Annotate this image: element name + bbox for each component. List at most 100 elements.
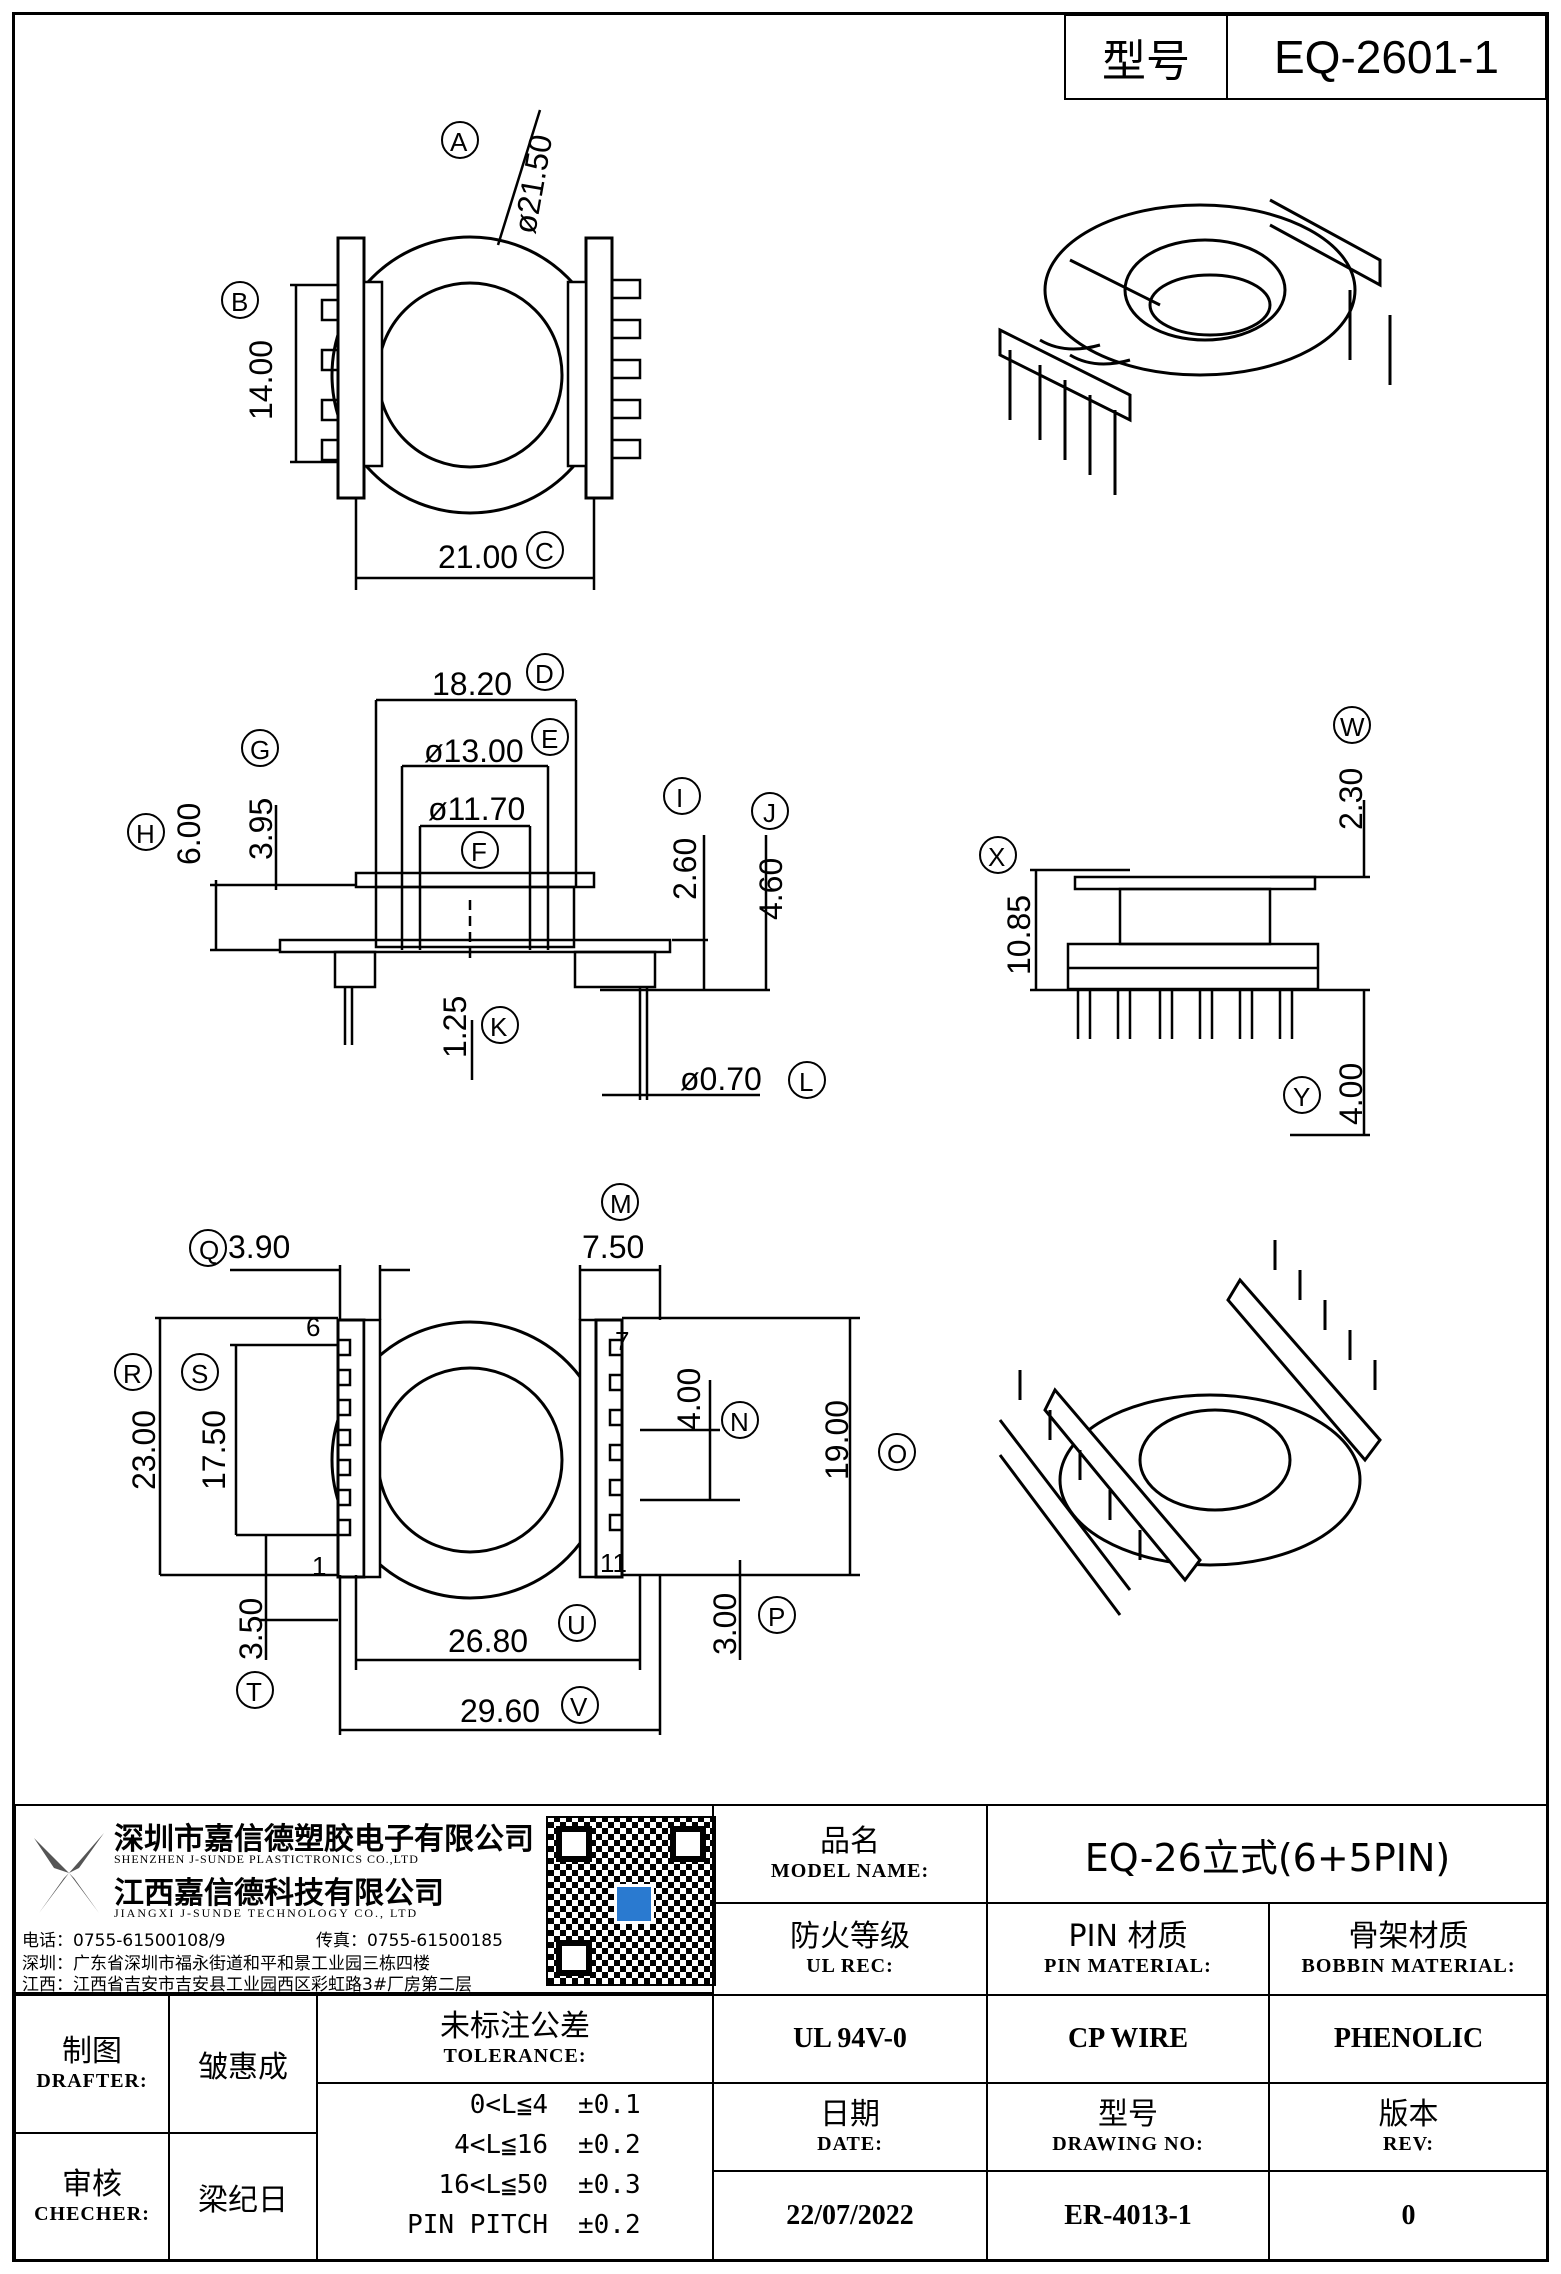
label-m: M <box>610 1189 632 1219</box>
drawing-no-value: ER-4013-1 <box>1064 2200 1192 2231</box>
pin-cn: PIN 材质 <box>1068 1919 1188 1955</box>
bobbin-value: PHENOLIC <box>1333 2023 1484 2054</box>
bottom-view: 3.90 Q 7.50 M 23.00 R 17.50 S 4.00 N 19.… <box>114 1183 916 1735</box>
dim-v-value: 29.60 <box>460 1693 540 1729</box>
label-k: K <box>490 1012 508 1042</box>
dim-m-value: 7.50 <box>582 1229 644 1265</box>
label-l: L <box>799 1067 813 1097</box>
pin-label-1: 1 <box>312 1551 326 1581</box>
pin-label-11: 11 <box>600 1548 627 1578</box>
drawing-no-value-cell: ER-4013-1 <box>986 2170 1270 2262</box>
dim-h-value: 6.00 <box>171 803 207 865</box>
qr-code <box>546 1816 716 1986</box>
label-p: P <box>768 1602 785 1632</box>
ul-en: UL REC: <box>806 1954 894 1977</box>
dim-b-value: 14.00 <box>243 340 279 420</box>
dim-o-value: 19.00 <box>819 1400 855 1480</box>
checker-cn: 审核 <box>62 2167 122 2203</box>
drafter-name: 皱惠成 <box>198 2050 288 2085</box>
rev-value-cell: 0 <box>1268 2170 1549 2262</box>
header-model-value-cell: EQ-2601-1 <box>1226 14 1547 100</box>
pin-label-7: 7 <box>615 1326 629 1356</box>
dim-g-value: 3.95 <box>243 798 279 860</box>
date-en: DATE: <box>817 2132 883 2155</box>
company-name-sz: 深圳市嘉信德塑胶电子有限公司 <box>114 1822 534 1857</box>
drafter-en: DRAFTER: <box>36 2069 148 2092</box>
tolerance-cn: 未标注公差 <box>440 2009 590 2045</box>
dim-c-value: 21.00 <box>438 539 518 575</box>
label-i: I <box>676 783 683 813</box>
dim-t-value: 3.50 <box>233 1598 269 1660</box>
header-model-label-cell: 型号 <box>1064 14 1228 100</box>
model-name-en: MODEL NAME: <box>770 1859 930 1882</box>
checker-label-cell: 审核 CHECHER: <box>14 2132 170 2262</box>
company-addr-sz: 深圳：广东省深圳市福永街道和平和景工业园三栋四楼 <box>22 1954 430 1974</box>
pin-value-cell: CP WIRE <box>986 1994 1270 2084</box>
label-o: O <box>887 1439 907 1469</box>
label-s: S <box>191 1359 208 1389</box>
company-tel: 电话：0755-61500108/9 <box>22 1931 226 1951</box>
label-e: E <box>541 724 558 754</box>
pin-value: CP WIRE <box>1067 2023 1189 2054</box>
label-j: J <box>763 798 776 828</box>
label-g: G <box>250 735 270 765</box>
date-value-cell: 22/07/2022 <box>712 2170 988 2262</box>
dim-l-value: ø0.70 <box>680 1061 762 1097</box>
ul-value-cell: UL 94V-0 <box>712 1994 988 2084</box>
rev-cn: 版本 <box>1378 2097 1439 2133</box>
label-f: F <box>471 837 487 867</box>
top-view: ø21.50 A 14.00 B 21.00 C <box>221 109 642 590</box>
model-name-value-cell: EQ-26立式(6+5PIN) <box>986 1804 1549 1904</box>
label-t: T <box>246 1677 262 1707</box>
ul-cn: 防火等级 <box>790 1919 910 1955</box>
drawing-no-cn: 型号 <box>1098 2097 1158 2133</box>
bobbin-cn: 骨架材质 <box>1348 1919 1469 1955</box>
tolerance-row: 4<L≦16±0.2 <box>454 2130 641 2160</box>
date-value: 22/07/2022 <box>786 2200 914 2231</box>
label-c: C <box>535 537 554 567</box>
checker-name-cell: 梁纪日 <box>168 2132 318 2262</box>
rev-value: 0 <box>1401 2200 1416 2231</box>
label-q: Q <box>199 1235 219 1265</box>
isometric-view-bottom <box>998 1240 1382 1616</box>
dim-d-value: 18.20 <box>432 666 512 702</box>
drafter-label-cell: 制图 DRAFTER: <box>14 1994 170 2134</box>
checker-en: CHECHER: <box>34 2202 150 2225</box>
tolerance-row: 16<L≦50±0.3 <box>438 2170 641 2200</box>
dim-x-value: 10.85 <box>1001 895 1037 975</box>
ul-label-cell: 防火等级 UL REC: <box>712 1902 988 1996</box>
label-b: B <box>231 287 248 317</box>
company-logo <box>24 1818 114 1928</box>
side-view: 18.20 D ø13.00 E ø11.70 F 3.95 G 6.00 H … <box>127 653 826 1100</box>
company-name-jx: 江西嘉信德科技有限公司 <box>114 1876 444 1911</box>
dim-q-value: 3.90 <box>228 1229 290 1265</box>
header-model-value: EQ-2601-1 <box>1273 31 1499 83</box>
tolerance-table: 0<L≦4±0.1 4<L≦16±0.2 16<L≦50±0.3 PIN PIT… <box>316 2082 714 2262</box>
rev-label-cell: 版本 REV: <box>1268 2082 1549 2172</box>
label-v: V <box>570 1692 588 1722</box>
dim-p-value: 3.00 <box>707 1593 743 1655</box>
header-model-label: 型号 <box>1102 36 1190 87</box>
isometric-view-top <box>998 198 1392 495</box>
company-block: 深圳市嘉信德塑胶电子有限公司 SHENZHEN J-SUNDE PLASTICT… <box>14 1804 716 1995</box>
dim-f-value: ø11.70 <box>428 791 525 827</box>
label-w: W <box>1340 712 1365 742</box>
dim-k-value: 1.25 <box>437 996 473 1058</box>
pin-en: PIN MATERIAL: <box>1044 1954 1212 1977</box>
tolerance-label-cell: 未标注公差 TOLERANCE: <box>316 1994 714 2084</box>
company-name-sz-en: SHENZHEN J-SUNDE PLASTICTRONICS CO.,LTD <box>114 1852 419 1866</box>
model-name-value: EQ-26立式(6+5PIN) <box>1084 1835 1451 1880</box>
bobbin-value-cell: PHENOLIC <box>1268 1994 1549 2084</box>
dim-j-value: 4.60 <box>753 858 789 920</box>
tolerance-row: 0<L≦4±0.1 <box>469 2090 641 2120</box>
model-name-label-cell: 品名 MODEL NAME: <box>712 1804 988 1904</box>
label-r: R <box>123 1359 142 1389</box>
dim-i-value: 2.60 <box>667 838 703 900</box>
ul-value: UL 94V-0 <box>793 2023 907 2054</box>
label-n: N <box>730 1407 749 1437</box>
label-x: X <box>988 842 1005 872</box>
dim-a-value: ø21.50 <box>506 132 559 236</box>
dim-r-value: 23.00 <box>126 1410 162 1490</box>
drawing-no-label-cell: 型号 DRAWING NO: <box>986 2082 1270 2172</box>
label-h: H <box>136 819 155 849</box>
